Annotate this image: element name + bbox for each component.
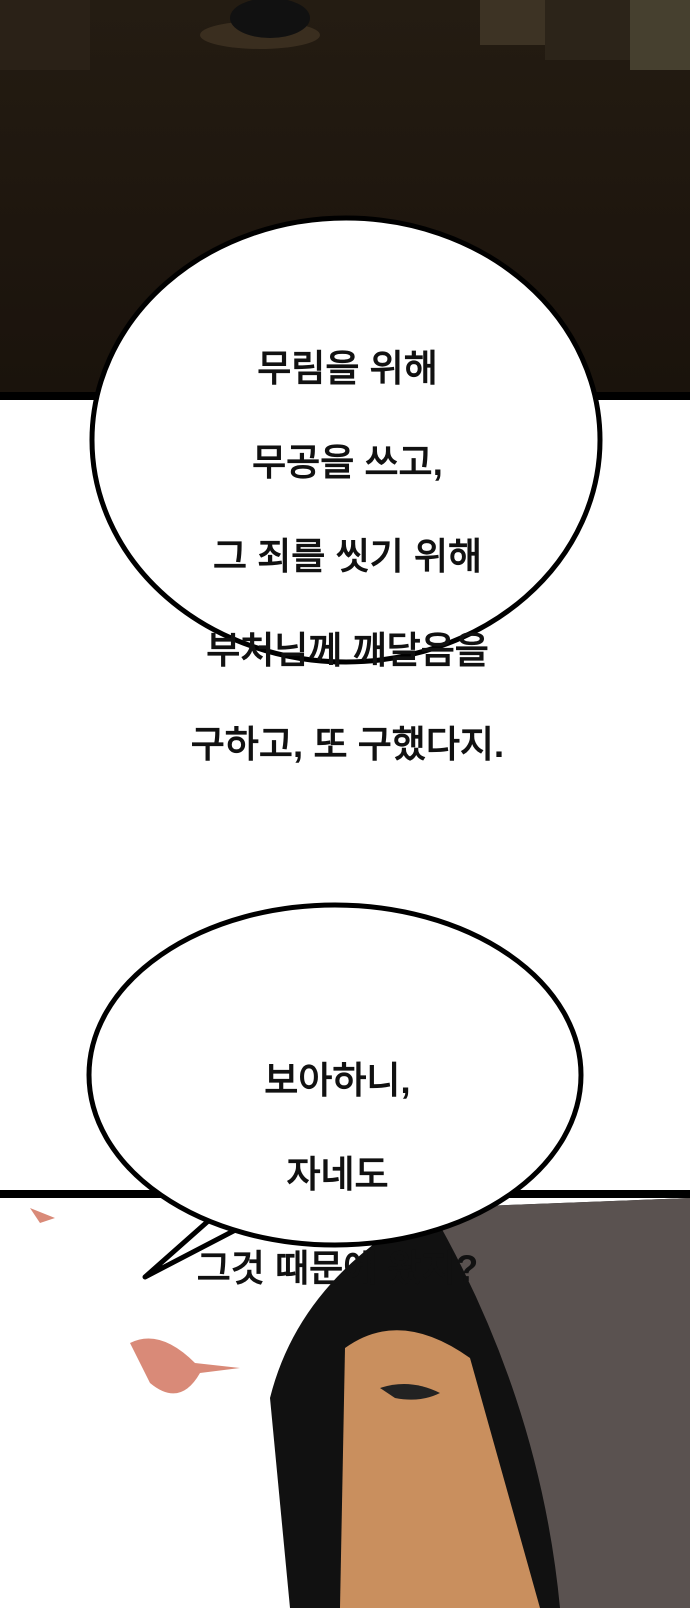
dialogue-line: 자네도 xyxy=(286,1154,389,1195)
interior-scenery xyxy=(0,0,690,70)
dialogue-line: 구하고, 또 구했다지. xyxy=(190,724,505,765)
dialogue-line: 무림을 위해 xyxy=(257,348,438,389)
dialogue-line: 무공을 쓰고, xyxy=(252,442,443,483)
dialogue-line: 그 죄를 씻기 위해 xyxy=(212,536,483,577)
dialogue-line: 그것 때문에 왔지? xyxy=(196,1248,479,1289)
falling-leaf xyxy=(30,1208,55,1223)
speech-bubble-1 xyxy=(89,215,603,665)
hooded-monk-illustration xyxy=(30,1198,690,1608)
speech-bubble-2 xyxy=(86,902,584,1248)
falling-leaf xyxy=(130,1338,240,1394)
dialogue-1: 무림을 위해 무공을 쓰고, 그 죄를 씻기 위해 부처님께 깨달음을 구하고,… xyxy=(110,298,585,815)
dialogue-2: 보아하니, 자네도 그것 때문에 왔지? xyxy=(100,1010,575,1339)
dialogue-line: 부처님께 깨달음을 xyxy=(206,630,489,671)
dialogue-line: 보아하니, xyxy=(264,1060,411,1101)
